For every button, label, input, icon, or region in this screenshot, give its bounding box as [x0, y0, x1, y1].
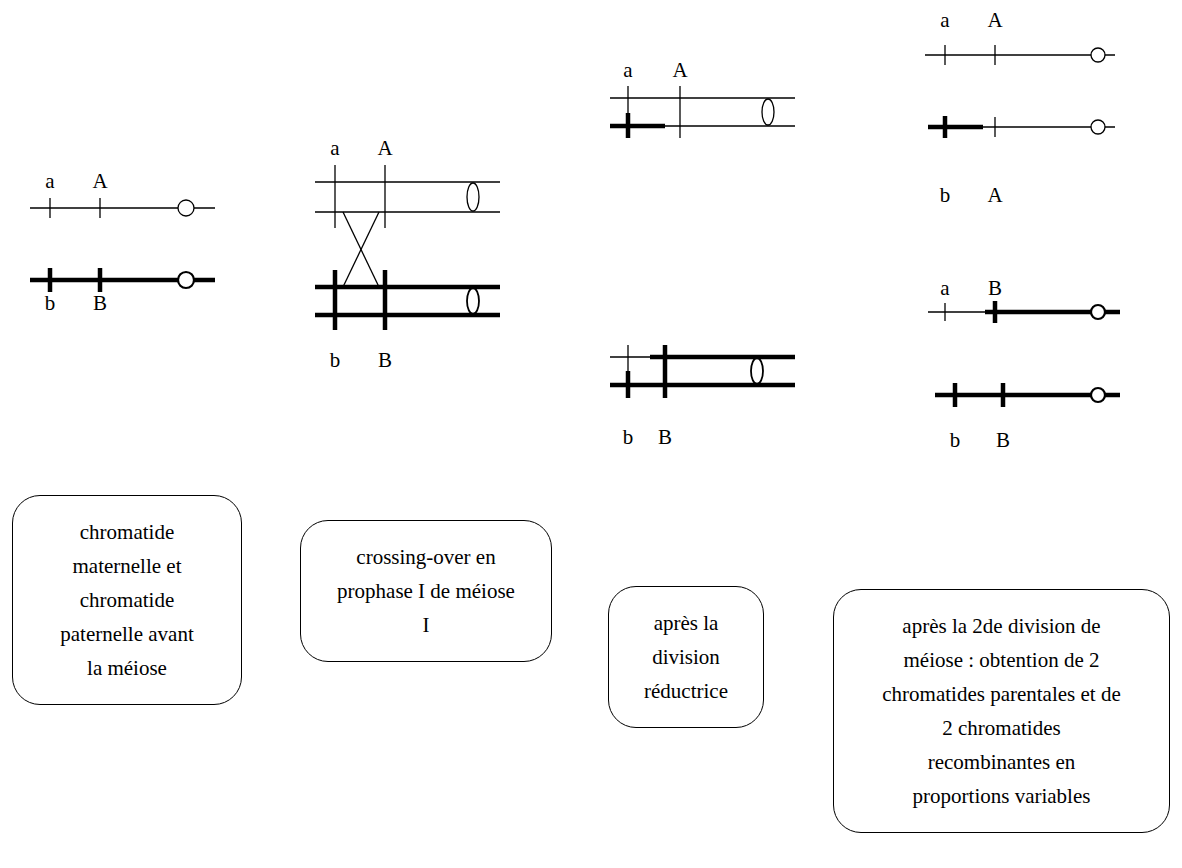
recombinant-chromatid	[665, 125, 795, 126]
allele-label: A	[377, 138, 392, 159]
locus-tick	[384, 165, 385, 228]
allele-label: A	[672, 60, 687, 81]
caption-text: après la 2de division de méiose : obtent…	[882, 609, 1121, 813]
recombinant-segment	[928, 125, 983, 130]
locus-tick	[663, 345, 668, 398]
recombinant-segment	[928, 311, 985, 312]
allele-label: b	[45, 293, 56, 314]
caption-box: après la division réductrice	[608, 586, 764, 728]
allele-label: B	[658, 427, 672, 448]
locus-tick	[99, 198, 100, 218]
locus-tick	[943, 116, 948, 138]
centromere	[178, 200, 194, 216]
centromere	[1091, 305, 1105, 319]
locus-tick	[993, 301, 998, 323]
parental-chromatid	[925, 54, 1115, 55]
locus-tick	[994, 117, 995, 137]
caption-box: crossing-over en prophase I de méiose I	[300, 520, 552, 662]
allele-label: b	[940, 185, 951, 206]
recombinant-segment	[610, 356, 650, 357]
caption-box: chromatide maternelle et chromatide pate…	[12, 495, 242, 705]
allele-label: a	[45, 171, 54, 192]
caption-box: après la 2de division de méiose : obtent…	[833, 589, 1170, 833]
locus-tick	[627, 345, 628, 371]
locus-tick	[994, 45, 995, 65]
locus-tick	[627, 86, 628, 113]
paternal-chromatid	[610, 383, 795, 388]
locus-tick	[333, 270, 338, 330]
locus-tick	[944, 303, 945, 321]
allele-label: b	[623, 427, 634, 448]
allele-label: a	[940, 278, 949, 299]
centromere	[1091, 388, 1105, 402]
centromere	[751, 358, 763, 384]
recombinant-segment	[610, 124, 665, 129]
allele-label: a	[330, 138, 339, 159]
crossing-over	[343, 212, 379, 287]
allele-label: A	[987, 10, 1002, 31]
allele-label: B	[996, 430, 1010, 451]
allele-label: a	[623, 60, 632, 81]
allele-label: a	[940, 10, 949, 31]
caption-text: chromatide maternelle et chromatide pate…	[58, 515, 196, 685]
locus-tick	[626, 371, 631, 398]
recombinant-chromatid	[650, 355, 795, 360]
allele-label: A	[92, 171, 107, 192]
locus-tick	[679, 86, 680, 138]
centromere	[762, 99, 774, 125]
centromere	[1091, 48, 1105, 62]
centromere	[467, 183, 479, 211]
centromere	[1091, 120, 1105, 134]
allele-label: B	[988, 278, 1002, 299]
locus-tick	[953, 383, 958, 407]
locus-tick	[383, 270, 388, 330]
allele-label: b	[330, 350, 341, 371]
locus-tick	[626, 113, 631, 138]
allele-label: A	[987, 185, 1002, 206]
allele-label: B	[93, 293, 107, 314]
locus-tick	[48, 268, 53, 292]
locus-tick	[49, 198, 50, 218]
caption-text: crossing-over en prophase I de méiose I	[331, 540, 521, 642]
centromere	[467, 288, 479, 314]
locus-tick	[944, 45, 945, 65]
locus-tick	[1001, 383, 1006, 407]
allele-label: b	[950, 430, 961, 451]
locus-tick	[334, 165, 335, 228]
allele-label: B	[378, 350, 392, 371]
crossing-over	[343, 212, 379, 287]
locus-tick	[98, 268, 103, 292]
centromere	[178, 272, 194, 288]
caption-text: après la division réductrice	[629, 606, 743, 708]
